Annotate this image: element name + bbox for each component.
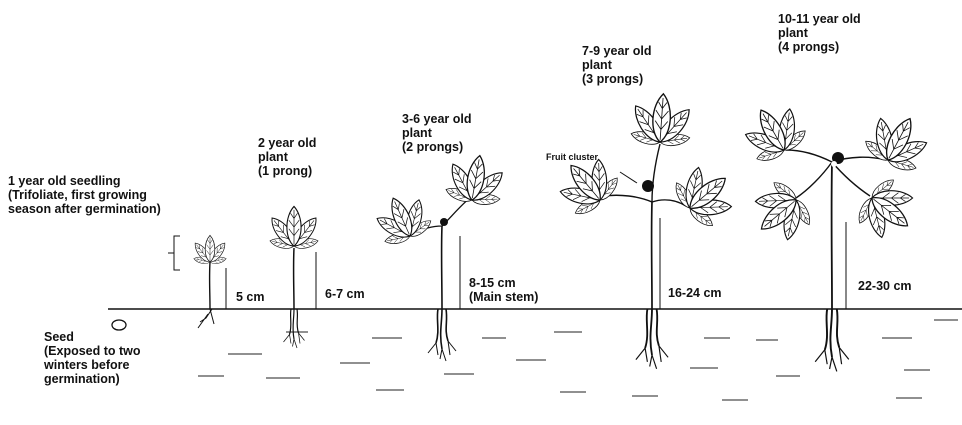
year3-6-height-line: 8-15 cm xyxy=(469,276,538,290)
year7-9-label: 7-9 year old plant (3 prongs) xyxy=(582,44,651,86)
year7-9-label-line: (3 prongs) xyxy=(582,72,651,86)
year10-11-height-label: 22-30 cm xyxy=(858,279,912,293)
year7-9-label-line: 7-9 year old xyxy=(582,44,651,58)
plant-year3-6 xyxy=(367,150,510,361)
plant-year7-9 xyxy=(547,92,745,369)
plant-year1 xyxy=(168,235,228,328)
year2-label-line: 2 year old xyxy=(258,136,316,150)
year2-label: 2 year old plant (1 prong) xyxy=(258,136,316,178)
seed-label-line: winters before xyxy=(44,358,141,372)
year3-6-label: 3-6 year old plant (2 prongs) xyxy=(402,112,471,154)
year7-9-label-line: plant xyxy=(582,58,651,72)
year7-9-height-label: 16-24 cm xyxy=(668,286,722,300)
year2-label-line: plant xyxy=(258,150,316,164)
year3-6-label-line: (2 prongs) xyxy=(402,140,471,154)
year10-11-label: 10-11 year old plant (4 prongs) xyxy=(778,12,861,54)
seed-label: Seed (Exposed to two winters before germ… xyxy=(44,330,141,386)
seed-label-line: (Exposed to two xyxy=(44,344,141,358)
year10-11-label-line: (4 prongs) xyxy=(778,40,861,54)
seed-label-line: Seed xyxy=(44,330,141,344)
year1-label-line: (Trifoliate, first growing xyxy=(8,188,161,202)
year1-height-label: 5 cm xyxy=(236,290,265,304)
year3-6-height-label: 8-15 cm (Main stem) xyxy=(469,276,538,304)
year3-6-label-line: 3-6 year old xyxy=(402,112,471,126)
seed xyxy=(112,320,126,330)
seed-label-line: germination) xyxy=(44,372,141,386)
year3-6-height-line: (Main stem) xyxy=(469,290,538,304)
year1-label-line: season after germination) xyxy=(8,202,161,216)
plant-year2 xyxy=(267,206,321,348)
soil-marks xyxy=(198,320,958,400)
year2-height-label: 6-7 cm xyxy=(325,287,365,301)
year1-label: 1 year old seedling (Trifoliate, first g… xyxy=(8,174,161,216)
year10-11-label-line: plant xyxy=(778,26,861,40)
year3-6-label-line: plant xyxy=(402,126,471,140)
year2-label-line: (1 prong) xyxy=(258,164,316,178)
year1-label-line: 1 year old seedling xyxy=(8,174,161,188)
year10-11-label-line: 10-11 year old xyxy=(778,12,861,26)
plant-year10-11 xyxy=(734,94,938,371)
fruit-cluster-label: Fruit cluster xyxy=(546,152,598,162)
